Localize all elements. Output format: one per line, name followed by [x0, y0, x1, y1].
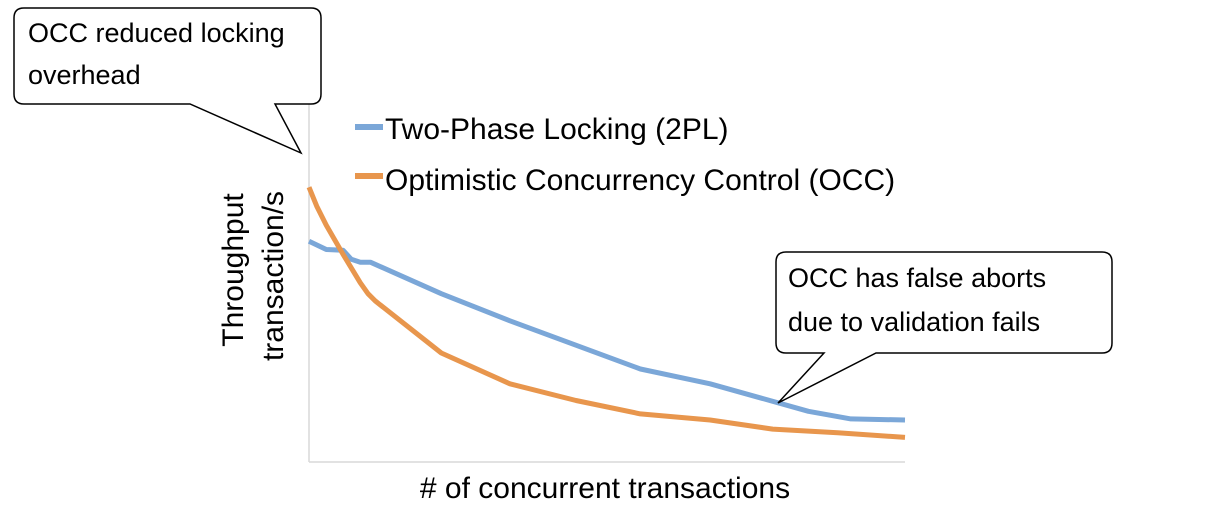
legend-label-2pl: Two-Phase Locking (2PL) [385, 113, 729, 146]
callout-1-line1: OCC reduced locking [28, 18, 285, 48]
series-line-occ [306, 186, 906, 440]
callout-1-line2: overhead [28, 60, 141, 90]
callout-2-line1: OCC has false aborts [788, 263, 1046, 293]
callout-occ-reduced-locking: OCC reduced locking overhead [13, 7, 322, 155]
y-axis-label-line2: transaction/s [257, 191, 290, 361]
callout-bubble-2 [775, 251, 1113, 404]
y-axis-label-line1: Throughput [217, 193, 250, 347]
callout-2-line2: due to validation fails [788, 307, 1040, 337]
callout-occ-false-aborts: OCC has false aborts due to validation f… [775, 251, 1113, 404]
callout-bubble-1 [13, 7, 322, 155]
legend-label-occ: Optimistic Concurrency Control (OCC) [385, 164, 895, 197]
x-axis-label: # of concurrent transactions [420, 472, 790, 505]
legend: Two-Phase Locking (2PL) Optimistic Concu… [355, 113, 895, 197]
